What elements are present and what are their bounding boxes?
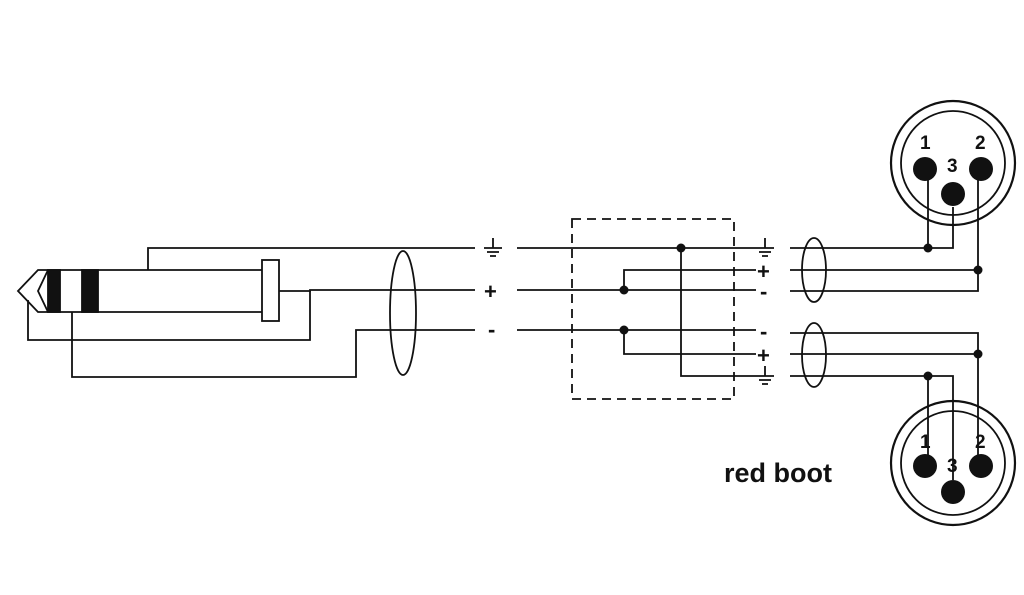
xlr-bottom-minus-wire [790,332,979,354]
xlr-top-pin3-label: 3 [947,156,958,177]
tip-wire [27,291,311,341]
xlr-bottom-pin1-label: 1 [920,432,931,453]
minus-label-left: - [488,317,495,342]
junction-dot [973,349,983,359]
ground-symbol-left [484,238,502,257]
junction-dot [619,325,629,335]
plus-label-right-top: + [757,259,770,284]
junction-dot [973,265,983,275]
xlr-connector-bottom [889,399,1017,527]
plug-wires [27,247,475,378]
junction-dot [923,371,933,381]
minus-wire [71,312,475,378]
plug-sleeve-band [81,269,99,313]
plus-split [623,269,756,290]
trs-jack-plug [16,259,280,322]
xlr-top-pin2-label: 2 [975,133,986,154]
xlr-connector-top [889,99,1017,227]
ground-bus [680,248,756,377]
junction-dot [923,243,933,253]
xlr-top-pin1 [913,157,937,181]
minus-split [623,330,756,355]
plus-wire [279,289,475,292]
splitter-box [571,218,735,400]
boot-color-caption: red boot [724,458,832,488]
xlr-bottom-pin3 [941,480,965,504]
xlr-bottom-pin1 [913,454,937,478]
ground-wire [147,247,475,270]
plug-body [48,269,262,313]
xlr-top-pin3 [941,182,965,206]
xlr-top-pin2 [969,157,993,181]
plug-flange [261,259,280,322]
minus-label-right-bottom: - [760,319,767,344]
xlr-bottom-pin3-lead [928,375,954,480]
cable-bundle-left [389,250,417,376]
minus-label-right-top: - [760,279,767,304]
xlr-bottom-pin2 [969,454,993,478]
ground-symbol-right-bottom [756,366,774,385]
plus-label-left: + [484,279,497,304]
xlr-top-minus-wire [790,270,979,292]
xlr-top-pin1-label: 1 [920,133,931,154]
plus-label-right-bottom: + [757,343,770,368]
cable-bundle-right-bottom [801,322,827,388]
xlr-top-pin3-lead [928,207,954,249]
plug-tip [16,269,49,313]
xlr-bottom-pin3-label: 3 [947,456,958,477]
junction-dot [676,243,686,253]
xlr-bottom-pin2-label: 2 [975,432,986,453]
junction-dot [619,285,629,295]
plug-ring-band [47,269,61,313]
ground-symbol-right-top [756,238,774,257]
